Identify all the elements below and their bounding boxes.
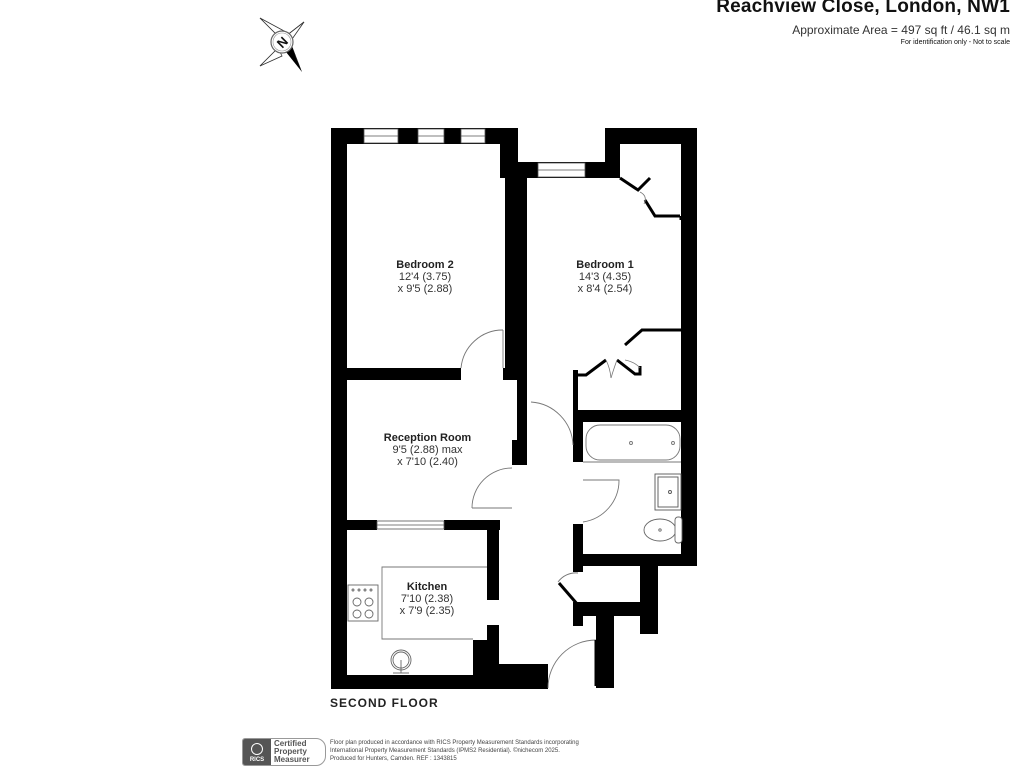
- hob: [347, 584, 379, 622]
- badge-line: Property: [274, 747, 307, 756]
- footer-line: International Property Measurement Stand…: [330, 748, 560, 754]
- room-name: Bedroom 1: [576, 259, 634, 271]
- room-dimension: x 9'5 (2.88): [397, 283, 453, 295]
- room-dimension: 9'5 (2.88) max: [392, 444, 463, 456]
- room-dimension: 14'3 (4.35): [578, 271, 632, 283]
- bathtub: [583, 424, 681, 463]
- wardrobe-top: [619, 176, 683, 220]
- basin: [654, 473, 682, 511]
- kitchen-sink: [390, 649, 412, 674]
- room-reception: Reception Room 9'5 (2.88) max x 7'10 (2.…: [365, 432, 490, 468]
- scale-note: For identification only - Not to scale: [900, 39, 1010, 46]
- room-name: Reception Room: [383, 432, 472, 444]
- room-dimension: 7'10 (2.38): [400, 593, 454, 605]
- room-bedroom-1: Bedroom 1 14'3 (4.35) x 8'4 (2.54): [550, 259, 660, 295]
- room-dimension: x 7'9 (2.35): [399, 605, 455, 617]
- rics-logo: RICS: [243, 739, 271, 765]
- compass-north-icon: N: [259, 17, 305, 72]
- badge-line: Certified: [274, 739, 307, 748]
- footer-line: Produced for Hunters, Camden. REF : 1343…: [330, 756, 457, 762]
- floor-label: SECOND FLOOR: [330, 696, 439, 710]
- room-name: Kitchen: [406, 581, 448, 593]
- windows: [363, 128, 586, 530]
- kitchen-counter: [381, 566, 487, 640]
- room-kitchen: Kitchen 7'10 (2.38) x 7'9 (2.35): [372, 581, 482, 617]
- room-name: Bedroom 2: [396, 259, 454, 271]
- room-dimension: x 7'10 (2.40): [397, 456, 458, 468]
- rics-badge: RICS Certified Property Measurer: [242, 738, 326, 766]
- door-swings: [460, 329, 620, 689]
- room-bedroom-2: Bedroom 2 12'4 (3.75) x 9'5 (2.88): [370, 259, 480, 295]
- approximate-area: Approximate Area = 497 sq ft / 46.1 sq m: [792, 23, 1010, 37]
- badge-line: Measurer: [274, 755, 310, 764]
- property-title: Reachview Close, London, NW1: [716, 0, 1010, 17]
- rics-badge-text: Certified Property Measurer: [271, 739, 313, 765]
- room-dimension: x 8'4 (2.54): [577, 283, 633, 295]
- wardrobe-lower: [573, 328, 681, 415]
- toilet: [643, 516, 683, 544]
- footer-line: Floor plan produced in accordance with R…: [330, 740, 579, 746]
- footer-disclaimer: Floor plan produced in accordance with R…: [330, 739, 630, 763]
- room-dimension: 12'4 (3.75): [398, 271, 452, 283]
- rics-brand: RICS: [249, 757, 265, 763]
